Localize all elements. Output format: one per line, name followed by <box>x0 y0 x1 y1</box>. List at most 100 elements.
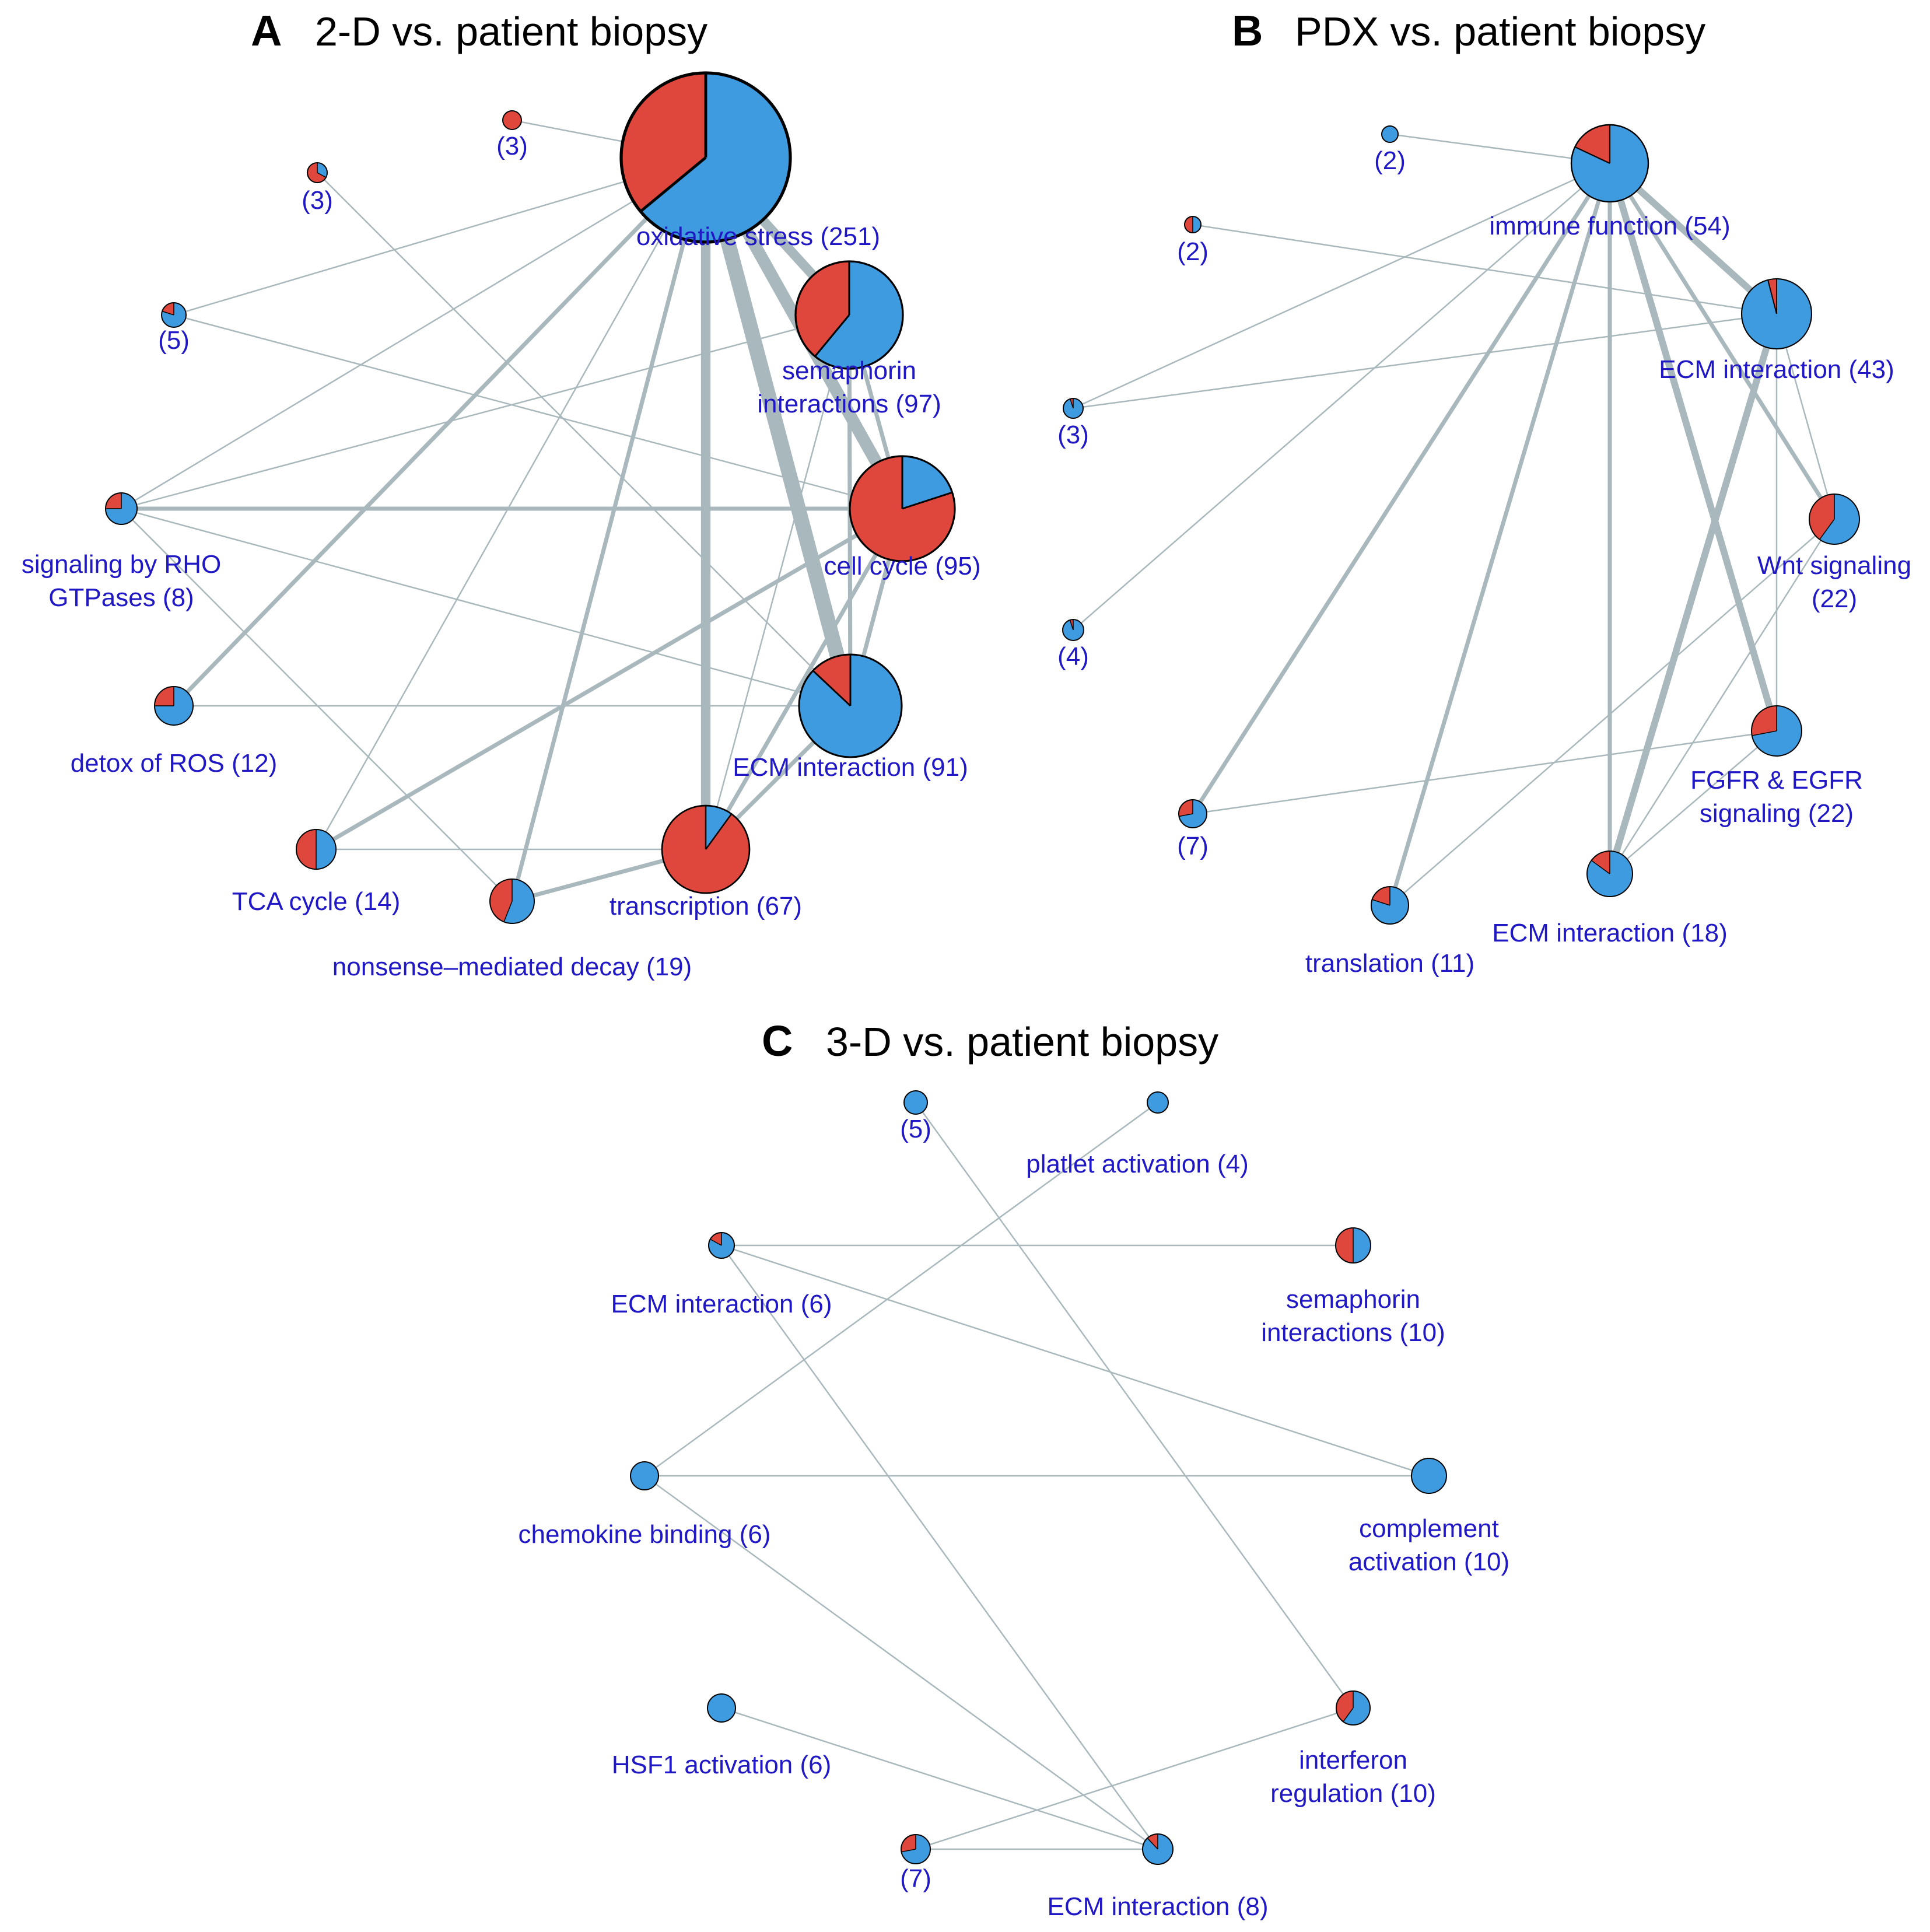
node-label-rho: signaling by RHO <box>22 550 221 579</box>
pie-outline <box>1147 1091 1169 1114</box>
pie-divider <box>1069 620 1074 631</box>
pie-divider <box>1343 1707 1354 1722</box>
pie-slice-blue <box>1819 494 1860 544</box>
pie-outline <box>1336 1690 1371 1726</box>
pie-divider <box>1574 146 1610 164</box>
pie-divider <box>1767 279 1777 314</box>
node-label-sema10: semaphorin <box>1286 1285 1420 1314</box>
pie-divider <box>1070 398 1074 409</box>
edge-fgfr-ecm18 <box>1609 730 1778 875</box>
pie-outline <box>1371 886 1409 925</box>
node-label-wnt: (22) <box>1812 584 1857 613</box>
node-label-imm: immune function (54) <box>1489 212 1730 240</box>
node-label-fgfr: FGFR & EGFR <box>1690 766 1863 794</box>
panel-a-letter: A <box>251 6 282 55</box>
pie-divider <box>1591 860 1610 874</box>
node-nmd <box>489 878 535 924</box>
edge-imm-b3 <box>1072 162 1611 410</box>
edge-hsf-ecm8 <box>720 1707 1159 1850</box>
pie-outline <box>1411 1458 1447 1494</box>
node-trl <box>1371 886 1409 925</box>
node-label-b4: (4) <box>1057 642 1089 671</box>
node-c7 <box>901 1834 931 1864</box>
node-imm <box>1570 124 1649 203</box>
edge-ecm43-ecm18 <box>1606 310 1780 877</box>
node-label-wnt: Wnt signaling <box>1757 551 1911 580</box>
pie-slice-red <box>490 879 512 922</box>
pie-divider <box>1819 519 1835 540</box>
edge-sema-rho <box>120 314 850 510</box>
pie-outline <box>307 162 328 183</box>
edge-ox-nmd <box>510 155 708 904</box>
pie-slice-blue <box>504 879 535 923</box>
edge-ox-ecm91 <box>698 150 858 713</box>
node-plt <box>1147 1091 1169 1114</box>
pie-outline <box>1751 705 1802 757</box>
node-label-c5: (5) <box>900 1115 931 1143</box>
node-label-ox: oxidative stress (251) <box>636 222 880 251</box>
edge-fgfr-b7 <box>1192 730 1778 815</box>
panel-a-edges <box>119 119 909 904</box>
pie-slice-red <box>1751 706 1777 736</box>
node-label-n3a: (3) <box>302 186 333 215</box>
node-ox <box>619 71 792 244</box>
edge-chem-plt <box>643 1101 1159 1477</box>
node-b3 <box>1063 398 1084 419</box>
edge-imm-b4 <box>1072 162 1611 631</box>
node-chem <box>630 1461 659 1490</box>
pie-slice-blue <box>1193 216 1201 233</box>
edge-ox-rox <box>171 155 708 708</box>
panel-c-nodes: (5)platlet activation (4)ECM interaction… <box>519 1090 1509 1921</box>
pie-slice-blue <box>904 1091 927 1114</box>
pie-outline <box>489 878 535 924</box>
pie-outline <box>1063 398 1084 419</box>
edge-wnt-ecm18 <box>1609 518 1836 875</box>
node-label-trl: translation (11) <box>1305 949 1474 978</box>
panel-c-letter: C <box>762 1017 793 1065</box>
panel-c-edges <box>643 1101 1430 1850</box>
panel-b-nodes: immune function (54)ECM interaction (43)… <box>1057 124 1911 978</box>
edge-cc-n5 <box>173 314 903 510</box>
node-label-comp: complement <box>1359 1514 1499 1543</box>
pie-slice-blue <box>640 73 791 242</box>
pie-slice-red <box>1575 125 1610 163</box>
node-label-n5: (5) <box>158 326 190 355</box>
node-fgfr <box>1751 705 1802 757</box>
edge-ecm91-rho <box>120 508 852 707</box>
node-label-ifn: regulation (10) <box>1270 1779 1436 1808</box>
edge-ecm91-n3a <box>316 172 852 707</box>
node-c5 <box>903 1090 928 1115</box>
pie-outline <box>901 1834 931 1864</box>
node-label-sema: semaphorin <box>782 356 916 385</box>
node-n3a <box>307 162 328 183</box>
node-b2a <box>1184 216 1202 233</box>
node-wnt <box>1809 494 1860 545</box>
node-label-ifn: interferon <box>1299 1746 1407 1774</box>
edge-ecm43-b2a <box>1192 223 1778 315</box>
edge-imm-trl <box>1388 161 1612 908</box>
node-ifn <box>1336 1690 1371 1726</box>
pie-outline <box>708 1232 735 1259</box>
pie-divider <box>1179 813 1193 817</box>
pie-divider <box>162 310 174 316</box>
node-cc <box>849 455 956 562</box>
pie-slice-red <box>812 654 850 706</box>
pie-outline <box>849 455 956 562</box>
pie-slice-red <box>1185 216 1193 233</box>
edge-ox-tca <box>315 156 707 850</box>
node-label-c7: (7) <box>900 1864 931 1893</box>
node-label-sema10: interactions (10) <box>1261 1318 1445 1347</box>
edge-ecm43-b3 <box>1072 313 1778 410</box>
pie-outline <box>1570 124 1649 203</box>
pie-divider <box>710 1238 722 1246</box>
edge-cc-tr <box>703 506 905 852</box>
panel-b-title: PDX vs. patient biopsy <box>1295 9 1705 54</box>
edge-chem-ecm8 <box>643 1475 1159 1850</box>
node-label-b2a: (2) <box>1177 237 1209 266</box>
node-label-cc: cell cycle (95) <box>824 552 981 580</box>
pie-outline <box>502 110 522 130</box>
pie-outline <box>154 686 194 726</box>
node-label-ecm8: ECM interaction (8) <box>1047 1892 1268 1921</box>
node-n3b <box>502 110 522 130</box>
